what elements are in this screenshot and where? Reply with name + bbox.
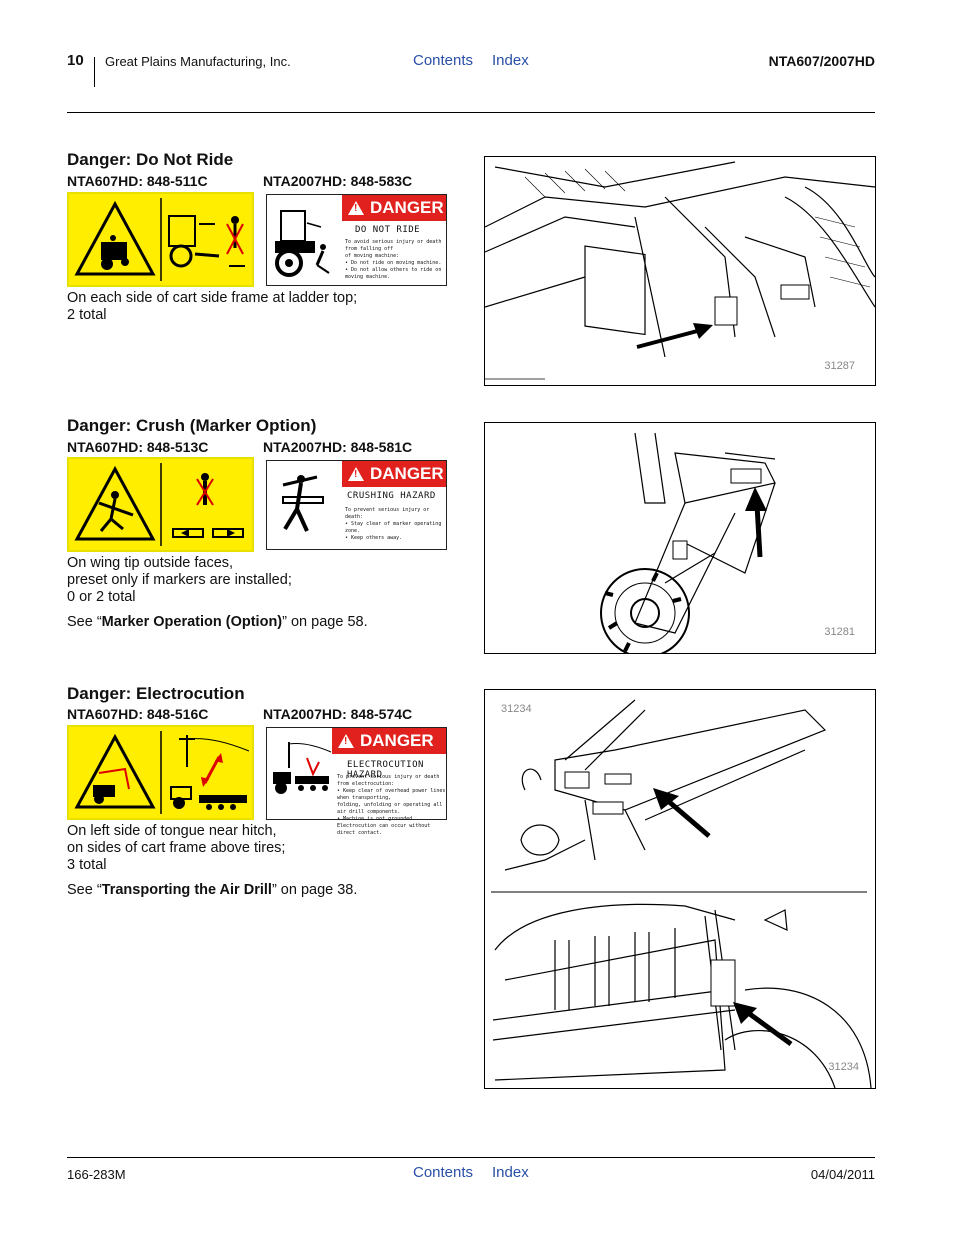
footer-contents-link[interactable]: Contents — [413, 1164, 474, 1181]
section-title-crush: Danger: Crush (Marker Option) — [67, 416, 317, 435]
decal-heading: CRUSHING HAZARD — [347, 491, 436, 501]
pictorial-decal-do-not-ride — [67, 192, 254, 287]
contents-link[interactable]: Contents — [413, 52, 474, 69]
header-divider — [94, 57, 95, 87]
wing-tip-illustration — [600, 432, 776, 653]
model-title: NTA607/2007HD — [768, 53, 875, 69]
location-text-crush: On wing tip outside faces, preset only i… — [67, 555, 292, 605]
no-ride-pictogram-icon — [74, 198, 245, 281]
page-number: 10 — [67, 52, 84, 69]
see-reference-electrocution: See “Transporting the Air Drill” on page… — [67, 882, 358, 898]
company-name: Great Plains Manufacturing, Inc. — [105, 54, 291, 69]
decal-heading: DO NOT RIDE — [355, 225, 421, 235]
figure-number: 31281 — [824, 626, 855, 638]
header-rule — [67, 112, 875, 113]
footer-index-link[interactable]: Index — [492, 1164, 529, 1181]
figure-number-bottom: 31234 — [828, 1061, 859, 1073]
danger-decal-electrocution: DANGER ELECTROCUTION HAZARD To prevent s… — [266, 727, 447, 836]
power-line-machine-icon — [273, 742, 332, 794]
location-text-do-not-ride: On each side of cart side frame at ladde… — [67, 290, 358, 323]
section-title-do-not-ride: Danger: Do Not Ride — [67, 150, 234, 169]
decal-body: To prevent serious injury or death from … — [337, 774, 446, 836]
document-number: 166-283M — [67, 1167, 126, 1182]
index-link[interactable]: Index — [492, 52, 529, 69]
publication-date: 04/04/2011 — [810, 1167, 875, 1182]
figure-crush-location: 31281 — [484, 422, 876, 654]
part-number-nta607: NTA607HD: 848-511C — [67, 173, 208, 189]
danger-decal-do-not-ride: DANGER DO NOT RIDE To avoid serious inju… — [266, 194, 447, 286]
danger-decal-crush: DANGER CRUSHING HAZARD To prevent seriou… — [266, 460, 447, 550]
part-number-nta2007: NTA2007HD: 848-583C — [263, 173, 413, 189]
part-number-nta607: NTA607HD: 848-513C — [67, 439, 209, 455]
section-title-electrocution: Danger: Electrocution — [67, 684, 245, 703]
figure-number-top: 31234 — [501, 703, 532, 715]
danger-banner: DANGER — [342, 195, 446, 221]
crush-pictogram-icon — [74, 463, 244, 546]
figure-do-not-ride-location: 31287 — [484, 156, 876, 386]
fall-off-machine-icon — [275, 210, 330, 277]
decal-heading: ELECTROCUTION HAZARD — [347, 760, 424, 780]
cross-reference-link[interactable]: Transporting the Air Drill — [101, 882, 272, 898]
part-number-nta2007: NTA2007HD: 848-574C — [263, 706, 413, 722]
part-number-nta607: NTA607HD: 848-516C — [67, 706, 209, 722]
figure-electrocution-location: 31234 31234 — [484, 689, 876, 1089]
cart-ladder-illustration — [485, 161, 875, 380]
location-text-electrocution: On left side of tongue near hitch, on si… — [67, 823, 286, 873]
pictorial-decal-crush — [67, 457, 254, 552]
tongue-and-cart-illustration — [491, 699, 872, 1088]
cross-reference-link[interactable]: Marker Operation (Option) — [101, 614, 283, 630]
danger-banner: DANGER — [332, 728, 446, 754]
pictorial-decal-electrocution — [67, 725, 254, 820]
part-number-nta2007: NTA2007HD: 848-581C — [263, 439, 413, 455]
decal-body: To avoid serious injury or death from fa… — [345, 239, 442, 280]
figure-number: 31287 — [824, 360, 855, 372]
see-reference-crush: See “Marker Operation (Option)” on page … — [67, 614, 368, 630]
decal-body: To prevent serious injury or death: • St… — [345, 507, 442, 541]
crushed-person-icon — [282, 475, 324, 532]
electrocution-pictogram-icon — [74, 731, 250, 814]
footer-rule — [67, 1157, 875, 1158]
danger-banner: DANGER — [342, 461, 446, 487]
